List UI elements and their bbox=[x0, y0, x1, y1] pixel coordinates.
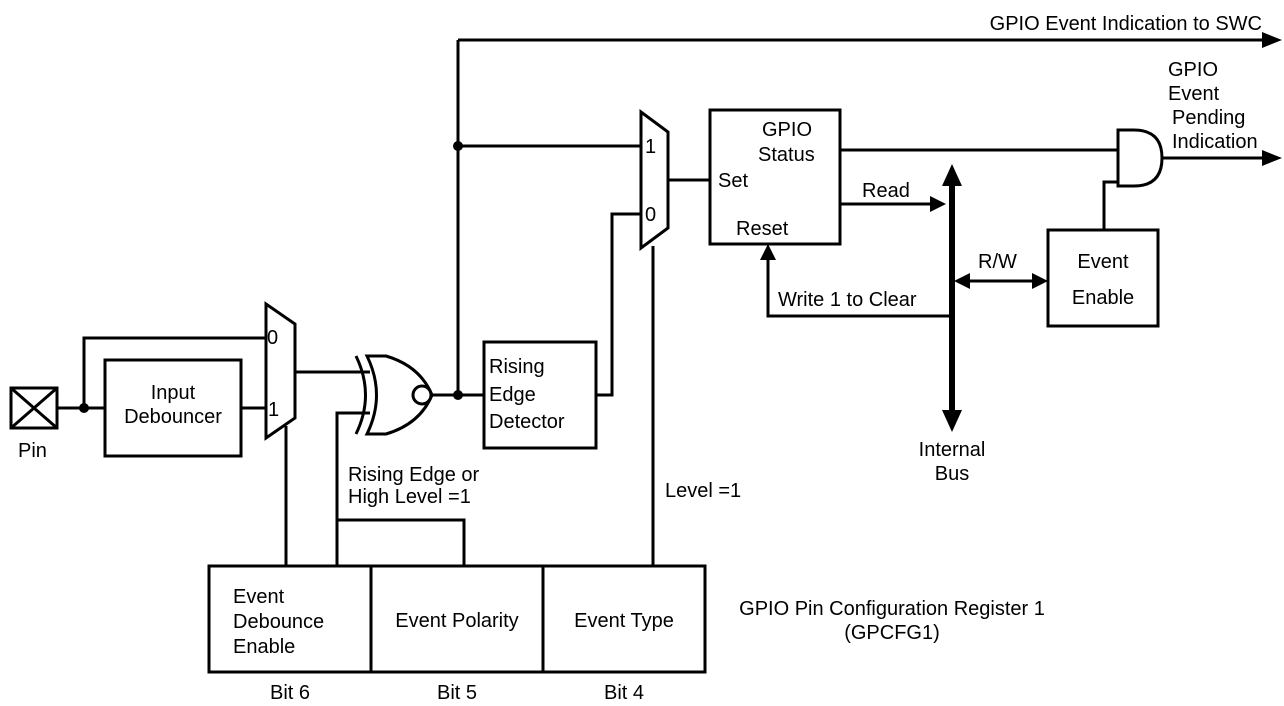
write1clear-label: Write 1 to Clear bbox=[778, 289, 917, 311]
rising-edge-label-1: Rising Edge or bbox=[348, 464, 480, 486]
junction-xnor-out bbox=[453, 390, 463, 400]
arrow-rw-right bbox=[1032, 273, 1048, 289]
register-field-bit6 bbox=[207, 564, 373, 674]
bit6-label: Bit 6 bbox=[270, 682, 310, 704]
xnor-bubble bbox=[411, 384, 433, 406]
wire-enable-to-and bbox=[1102, 180, 1118, 230]
arrow-reset bbox=[760, 244, 776, 260]
status-set-label: Set bbox=[718, 170, 748, 192]
field-bit5-label: Event Polarity bbox=[395, 610, 518, 632]
bit4-label: Bit 4 bbox=[604, 682, 644, 704]
rising-edge-detector-block bbox=[482, 340, 598, 450]
rw-label: R/W bbox=[978, 251, 1017, 273]
pending-label-2: Event bbox=[1168, 83, 1220, 105]
junctions bbox=[79, 141, 463, 413]
field-bit6-line1: Event bbox=[233, 586, 285, 608]
status-reset-label: Reset bbox=[736, 218, 789, 240]
swc-indication-label: GPIO Event Indication to SWC bbox=[990, 13, 1262, 35]
wire-polarity-stub bbox=[335, 411, 370, 568]
event-enable-label-2: Enable bbox=[1072, 287, 1134, 309]
pending-label-1: GPIO bbox=[1168, 59, 1218, 81]
pending-label-3: Pending bbox=[1172, 107, 1245, 129]
register-field-bit5 bbox=[369, 564, 545, 674]
event-enable-block bbox=[1046, 228, 1160, 328]
type-mux-in0: 0 bbox=[645, 204, 656, 226]
register-name-2: (GPCFG1) bbox=[844, 622, 940, 644]
field-bit6-line2: Debounce bbox=[233, 611, 324, 633]
wire-polarity-bit bbox=[337, 518, 466, 568]
register-gpcfg1 bbox=[207, 564, 707, 674]
edge-detector-label-1: Rising bbox=[489, 356, 545, 378]
wire-bypass-to-mux0 bbox=[82, 336, 266, 408]
debounce-mux-in1: 1 bbox=[268, 399, 279, 421]
internal-bus-label-1: Internal bbox=[919, 439, 986, 461]
field-bit6-line3: Enable bbox=[233, 636, 295, 658]
field-bit4-label: Event Type bbox=[574, 610, 674, 632]
pin-symbol bbox=[9, 386, 59, 430]
debounce-mux-in0: 0 bbox=[267, 327, 278, 349]
debouncer-label-1: Input bbox=[151, 382, 196, 404]
xnor-gate bbox=[354, 354, 434, 436]
junction-pin bbox=[79, 403, 89, 413]
debouncer-label-2: Debouncer bbox=[124, 406, 222, 428]
junction-trunk bbox=[453, 141, 463, 151]
gpio-status-block bbox=[708, 108, 842, 246]
status-title-1: GPIO bbox=[762, 119, 812, 141]
read-label: Read bbox=[862, 180, 910, 202]
edge-detector-label-2: Edge bbox=[489, 384, 536, 406]
arrow-heads bbox=[760, 32, 1282, 432]
xnor-body bbox=[364, 354, 434, 436]
bit5-label: Bit 5 bbox=[437, 682, 477, 704]
arrow-rw-left bbox=[954, 273, 970, 289]
input-debouncer-block bbox=[103, 358, 243, 458]
edge-detector-label-3: Detector bbox=[489, 411, 565, 433]
level-label: Level =1 bbox=[665, 480, 741, 502]
arrow-bus-up bbox=[942, 164, 962, 186]
internal-bus-label-2: Bus bbox=[935, 463, 969, 485]
rising-edge-label-2: High Level =1 bbox=[348, 486, 471, 508]
register-name-1: GPIO Pin Configuration Register 1 bbox=[739, 598, 1045, 620]
xnor-extra-arc bbox=[354, 355, 367, 435]
wire-write1clear bbox=[766, 258, 952, 318]
event-enable-label-1: Event bbox=[1077, 251, 1129, 273]
arrow-swc bbox=[1262, 32, 1282, 48]
pin-label: Pin bbox=[18, 440, 47, 462]
wire-edge-to-mux0 bbox=[596, 212, 641, 397]
register-field-bit4 bbox=[541, 564, 707, 674]
wires bbox=[57, 38, 1262, 568]
arrow-pending bbox=[1262, 150, 1282, 166]
status-title-2: Status bbox=[758, 144, 815, 166]
pending-label-4: Indication bbox=[1172, 131, 1258, 153]
arrow-bus-down bbox=[942, 410, 962, 432]
debounce-mux bbox=[264, 301, 297, 441]
pin-cross-icon bbox=[10, 386, 58, 430]
arrow-read bbox=[930, 196, 946, 212]
type-mux-in1: 1 bbox=[645, 136, 656, 158]
event-type-mux bbox=[639, 109, 670, 251]
and-gate bbox=[1116, 128, 1164, 188]
